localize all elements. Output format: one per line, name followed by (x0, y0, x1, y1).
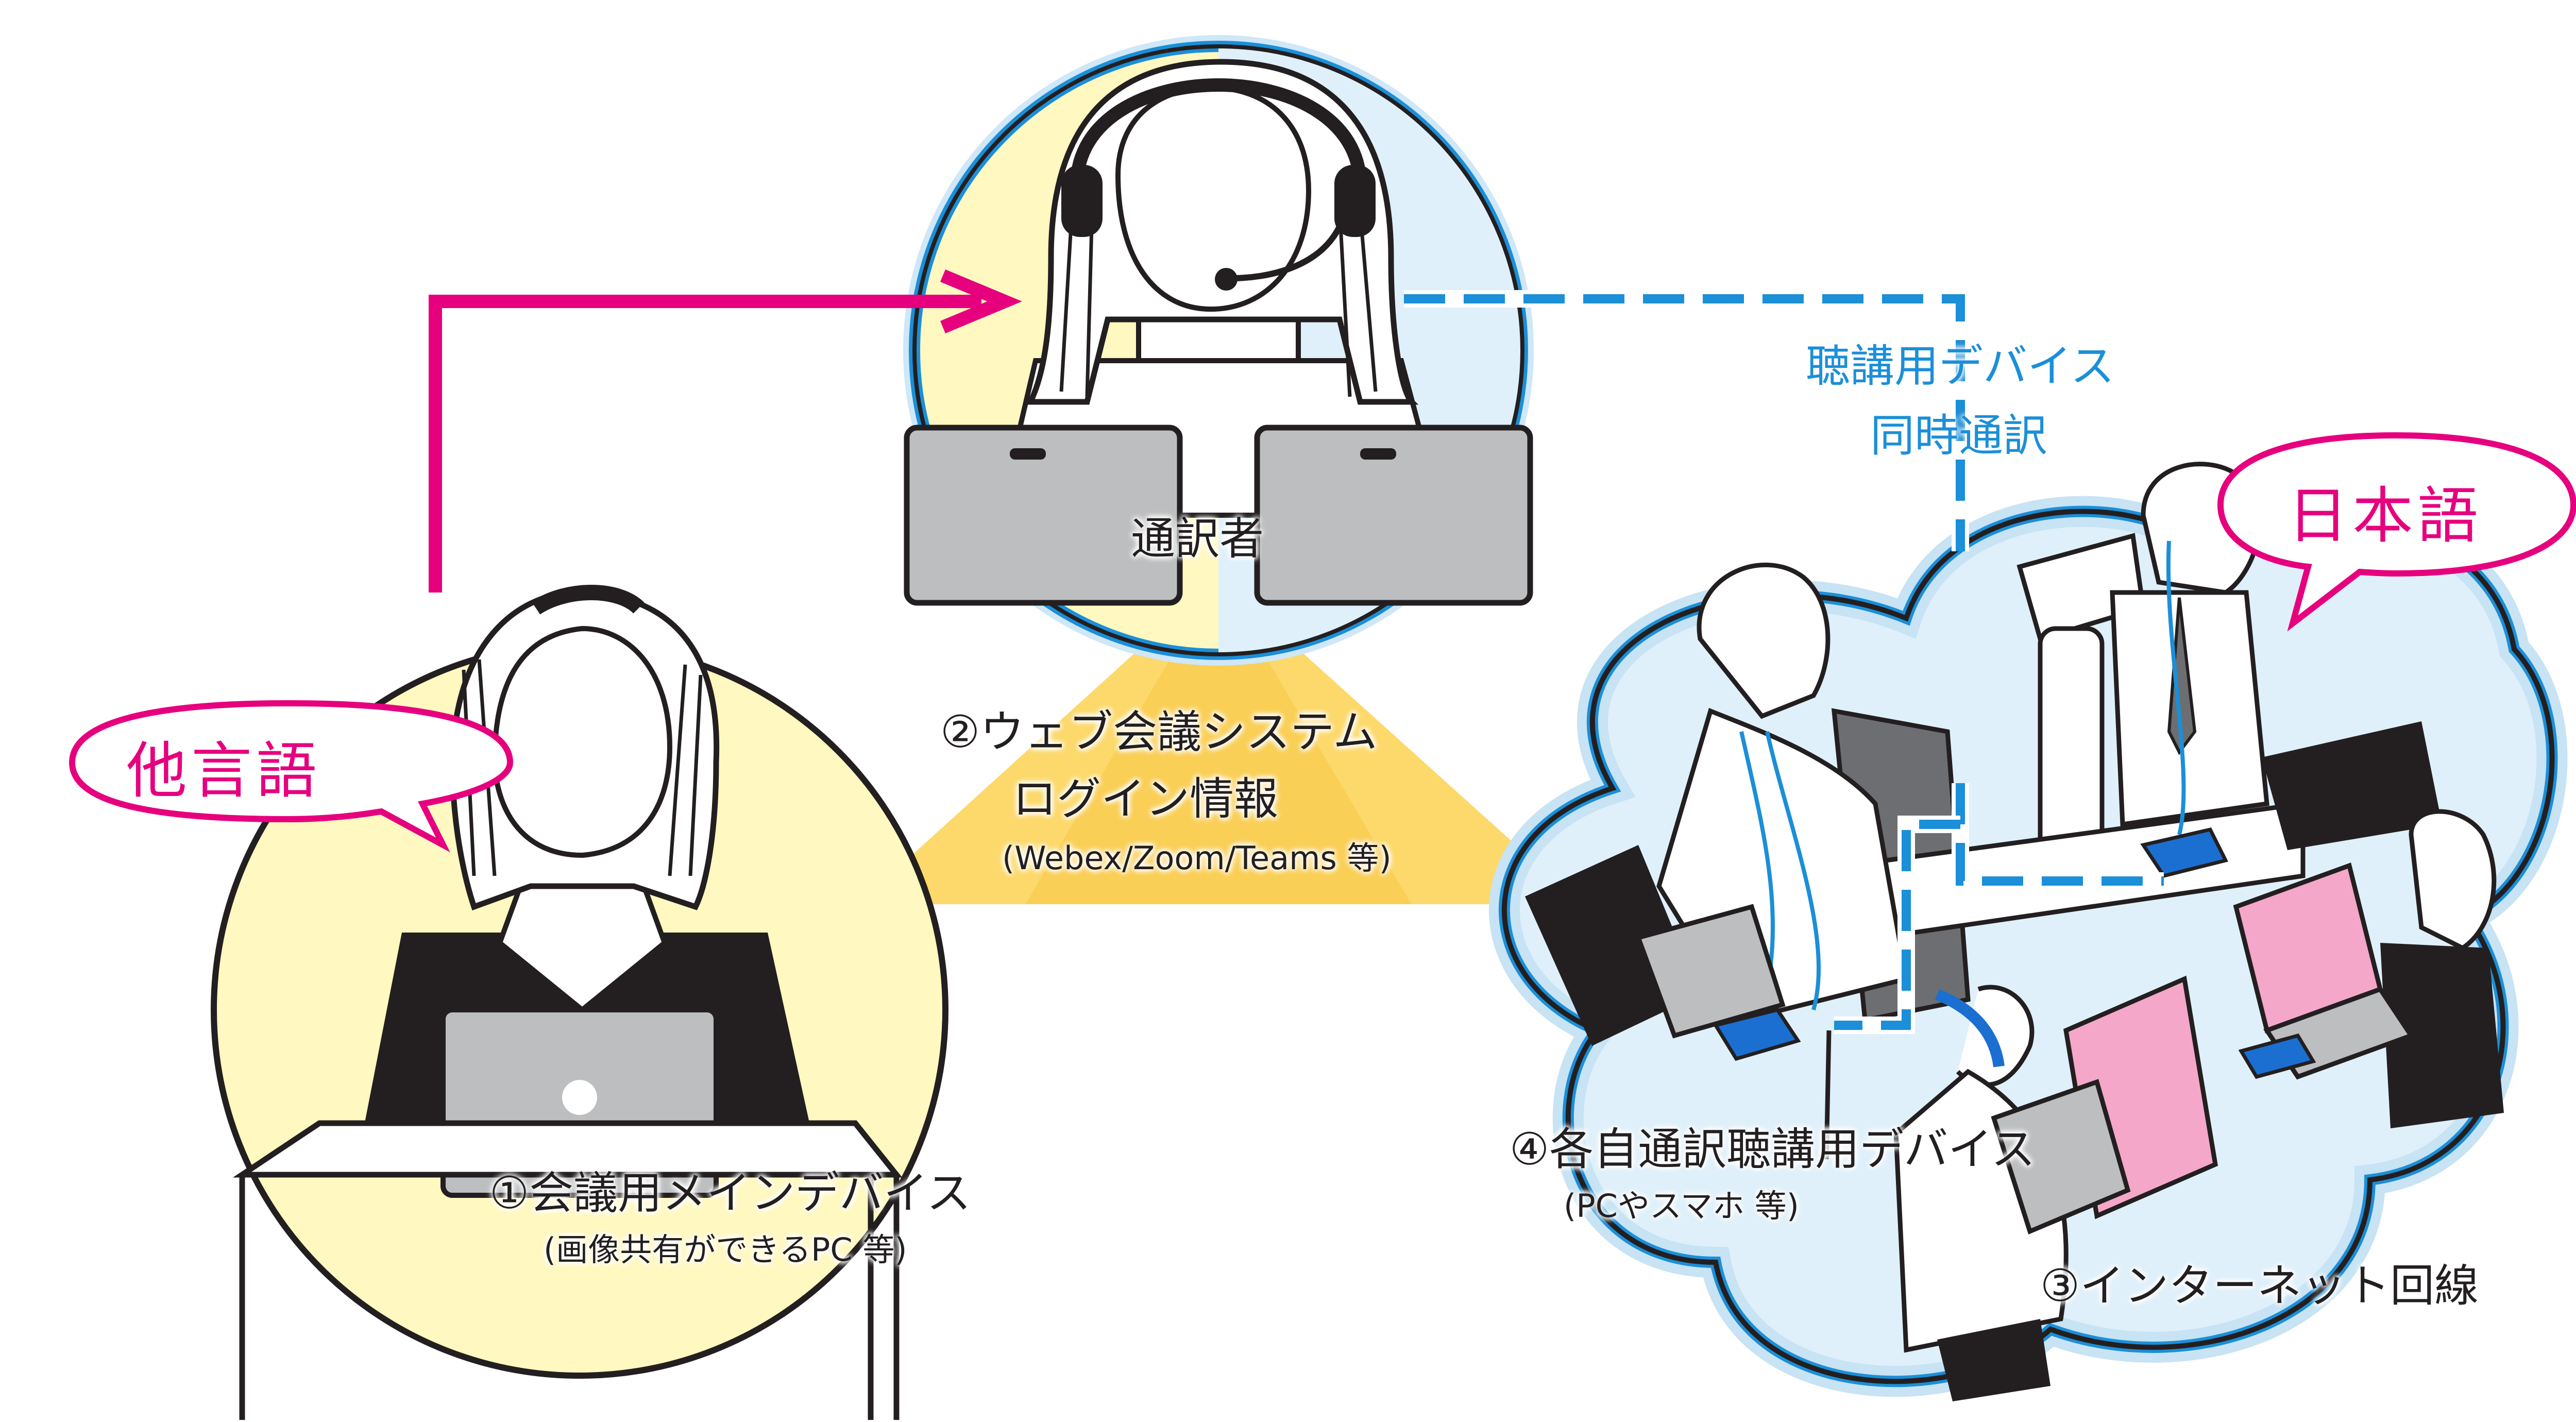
item4-subtitle: (PCやスマホ 等) (1564, 1187, 1799, 1225)
item2-subtitle: (Webex/Zoom/Teams 等) (1002, 839, 1392, 877)
bubble-left-text: 他言語 (126, 735, 321, 806)
bubble-right-text: 日本語 (2287, 480, 2483, 551)
listen-device-label: 聴講用デバイス (1806, 341, 2115, 392)
item2-title-line2: ログイン情報 (1012, 773, 1278, 825)
item2-title-line1: ②ウェブ会議システム (940, 706, 1378, 758)
interpreter-icon (903, 35, 1534, 666)
item1-title: ①会議用メインデバイス (489, 1167, 971, 1219)
speech-bubble-right (2217, 432, 2576, 632)
listener-man (2110, 462, 2269, 835)
listener-right (2380, 809, 2504, 1128)
item4-title: ④各自通訳聴講用デバイス (1510, 1124, 2036, 1175)
presenter-icon (211, 585, 948, 1420)
simultaneous-label: 同時通訳 (1870, 410, 2047, 462)
speech-bubble-left (69, 700, 514, 853)
listener-laptop-black (1525, 845, 1786, 1046)
item3-title: ③インターネット回線 (2040, 1260, 2479, 1312)
item1-subtitle: (画像共有ができるPC 等) (544, 1231, 907, 1268)
interpretation-flow-line (1404, 290, 2164, 1160)
interpreter-label: 通訳者 (1131, 513, 1264, 565)
speech-flow-arrow (429, 295, 981, 592)
